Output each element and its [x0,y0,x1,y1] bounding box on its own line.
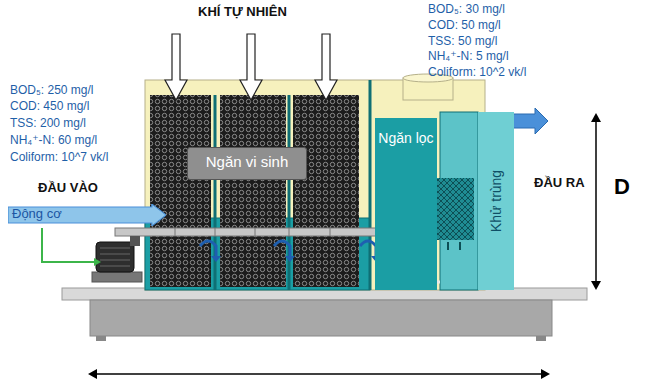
filter-chamber: Ngăn lọc [375,118,437,290]
node-text: Ngăn vi sinh [188,148,306,170]
inlet-parameter: BOD₅: 250 mg/l [10,84,94,98]
outlet-parameter: Coliform: 10^2 vk/l [428,66,526,80]
outlet-parameter: NH₄⁺-N: 5 mg/l [428,50,509,64]
dimension-label: D [614,174,630,199]
inlet-parameter: Coliform: 10^7 vk/l [10,151,108,165]
outlet-parameter: COD: 50 mg/l [428,19,501,33]
inlet-label: ĐẦU VÀO [38,181,98,196]
inlet-parameter: COD: 450 mg/l [10,100,89,114]
outlet-label: ĐẦU RA [534,176,585,191]
chamber-label-box: Ngăn vi sinh [187,147,307,180]
inlet-parameter: TSS: 200 mg/l [10,117,86,131]
outlet-parameter: TSS: 50 mg/l [428,35,497,49]
air-inlet-title: KHÍ TỰ NHIÊN [198,5,287,20]
inlet-arrow: Động cơ [8,204,166,226]
disinfection-chamber: Khử trùng [478,112,514,290]
node-text: Động cơ [8,204,166,222]
node-text: Ngăn lọc [375,118,437,146]
node-text: Khử trùng [488,170,504,232]
inlet-parameter: NH₄⁺-N: 60 mg/l [10,134,97,148]
outlet-parameter: BOD₅: 30 mg/l [428,3,505,17]
arrow-outline [8,204,166,226]
